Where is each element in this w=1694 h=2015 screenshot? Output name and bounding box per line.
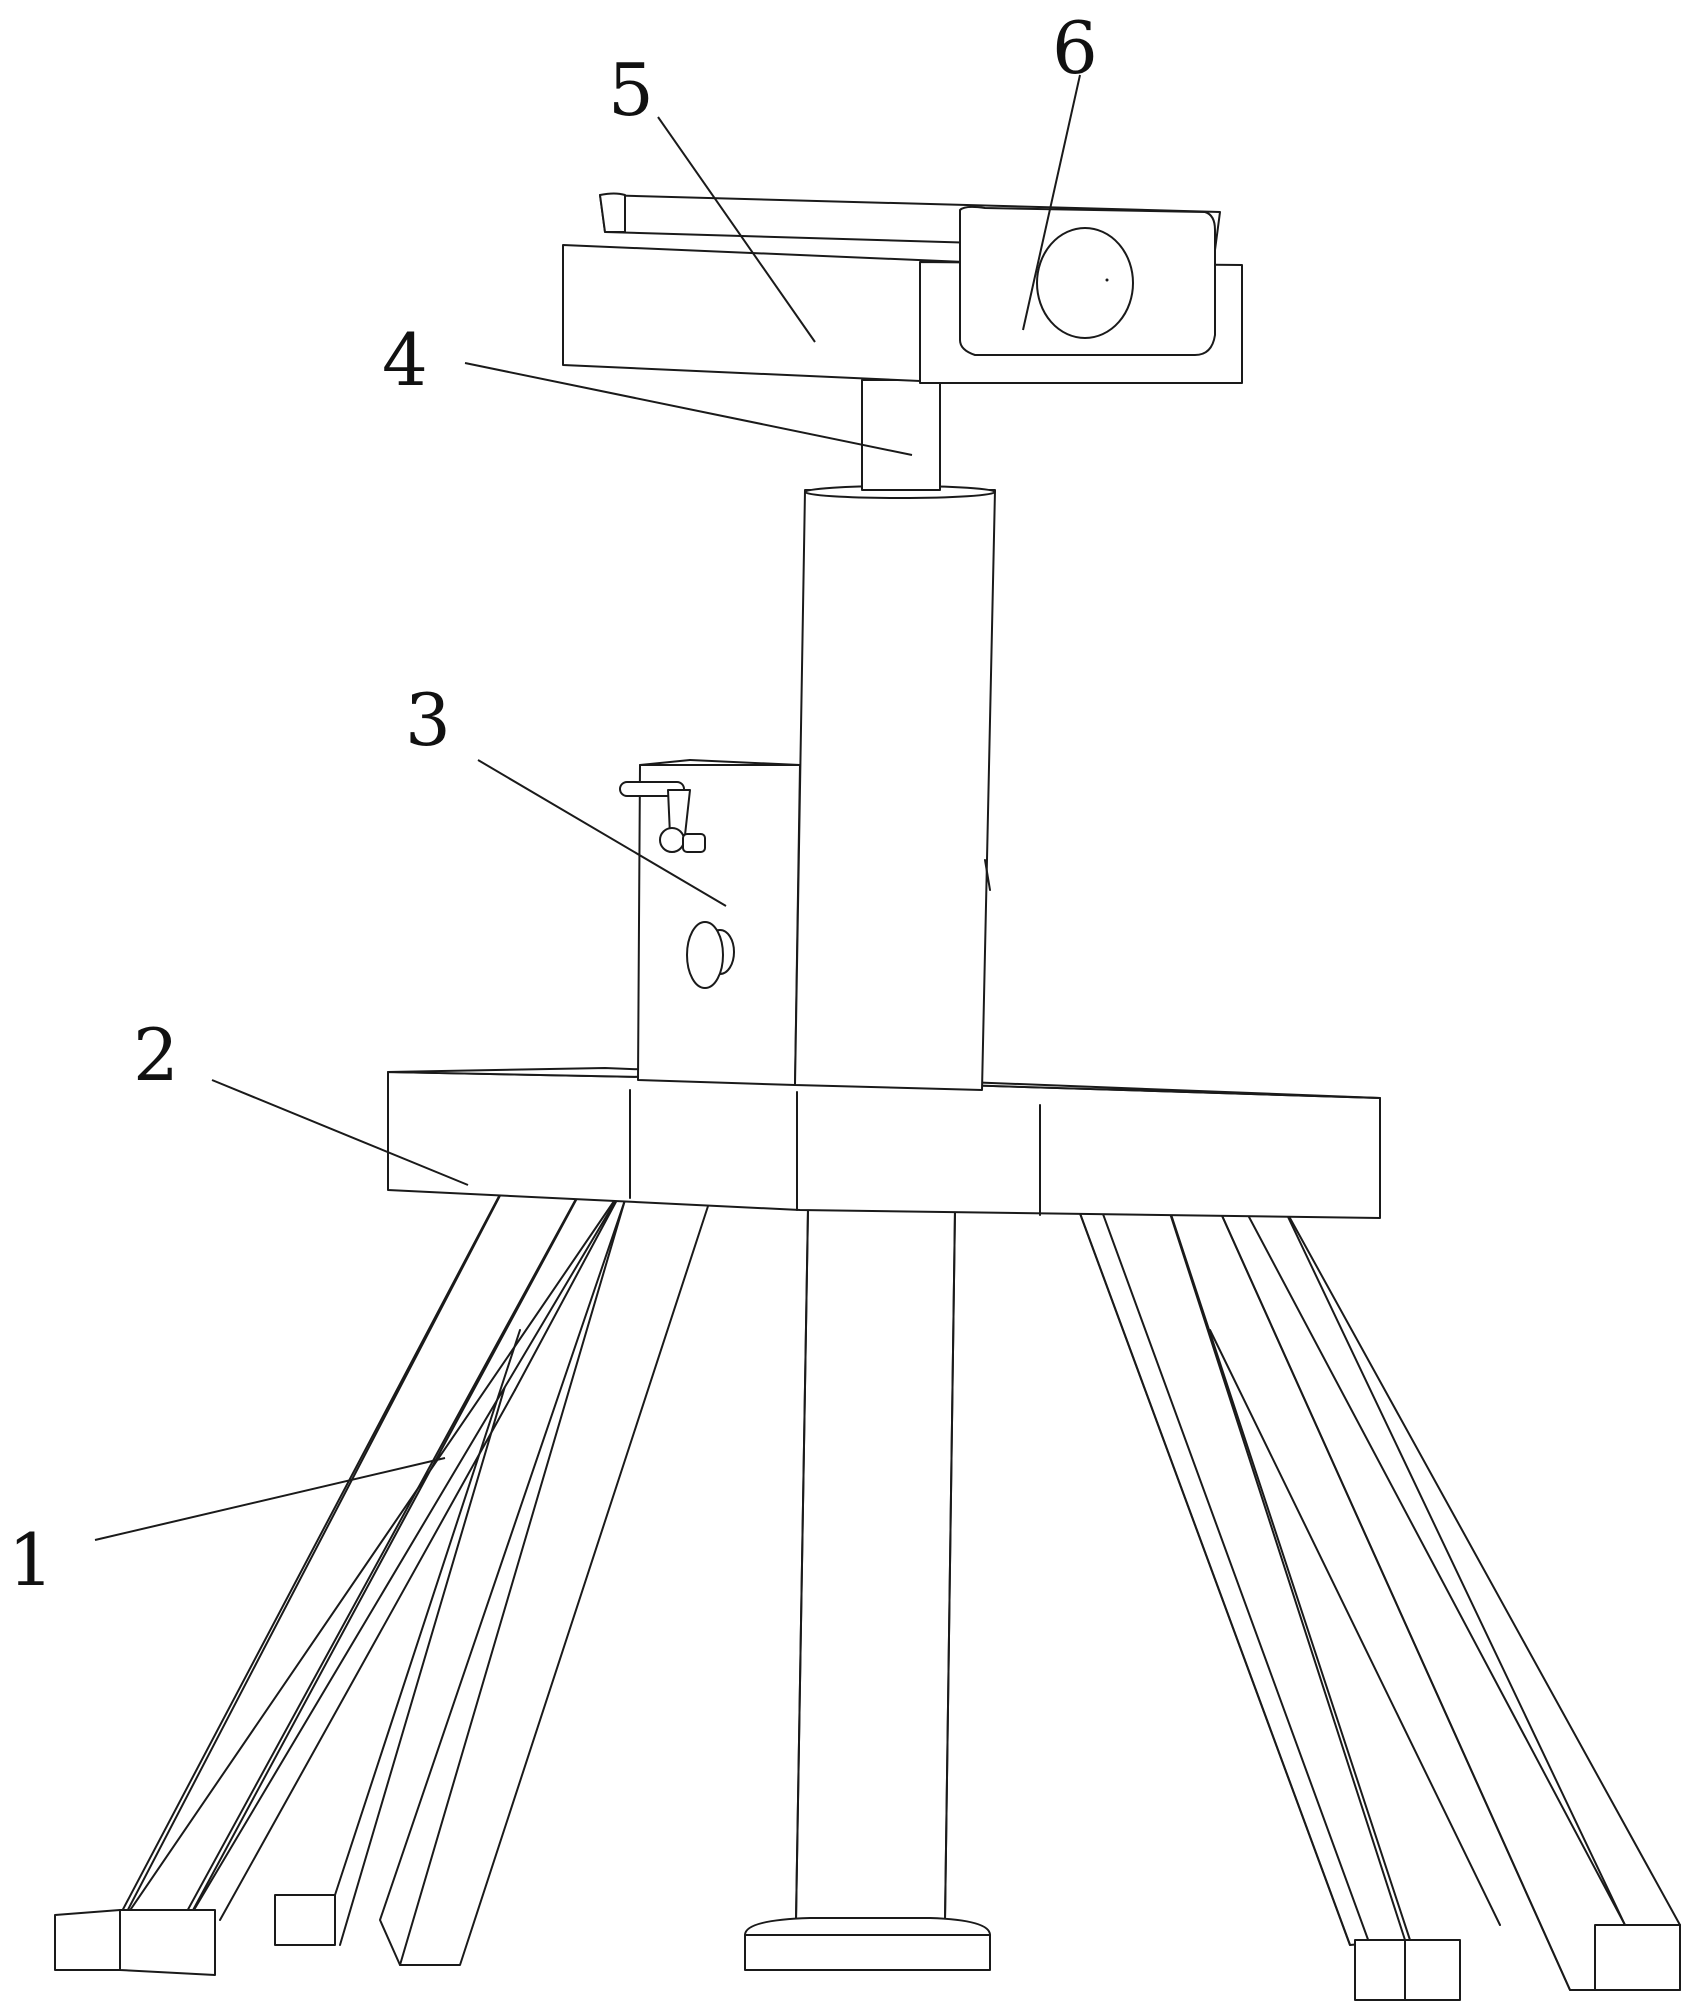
camera bbox=[959, 205, 1216, 356]
label-3: 3 bbox=[405, 678, 451, 762]
base-plate bbox=[387, 1067, 1381, 1219]
label-6: 6 bbox=[1052, 6, 1098, 90]
leg-back-right bbox=[1214, 1199, 1681, 1991]
leg-front-right bbox=[1039, 1104, 1501, 2001]
label-2: 2 bbox=[133, 1013, 179, 1097]
callout-labels: 1 2 3 4 5 6 bbox=[8, 6, 1098, 1602]
leader-4 bbox=[464, 362, 913, 456]
leader-2 bbox=[211, 1079, 469, 1186]
legs bbox=[54, 1089, 1681, 2001]
adjustment-knob bbox=[686, 921, 735, 989]
crank-handle bbox=[619, 781, 706, 853]
lift-box bbox=[619, 759, 801, 1086]
label-4: 4 bbox=[382, 318, 428, 402]
rod bbox=[861, 379, 941, 491]
leader-5 bbox=[657, 116, 816, 343]
label-5: 5 bbox=[608, 48, 654, 132]
leader-6 bbox=[1022, 74, 1081, 331]
label-1: 1 bbox=[8, 1518, 54, 1602]
leader-lines bbox=[94, 74, 1081, 1541]
column bbox=[794, 485, 996, 1091]
leader-1 bbox=[94, 1457, 446, 1541]
leg-center bbox=[744, 1207, 991, 1971]
leader-3 bbox=[477, 759, 727, 907]
